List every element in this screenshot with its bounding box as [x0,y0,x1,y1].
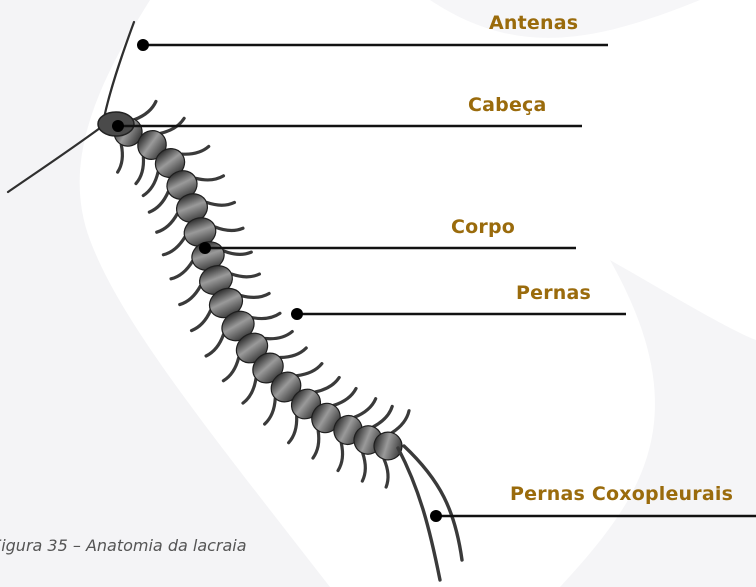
leg [280,348,306,358]
leg [135,101,156,119]
leg [196,176,224,180]
leg [192,310,211,330]
leg [206,334,224,356]
leader-dot-pernas-coxopleurais [430,510,442,522]
leg [315,378,339,392]
label-corpo: Corpo [451,216,515,238]
leg [289,416,297,443]
leg [182,146,209,154]
leg [313,431,319,458]
leg [180,286,201,305]
label-pernas: Pernas [516,282,591,304]
tail-legs-drawing [398,446,462,580]
leg [223,251,251,255]
leg [297,364,322,376]
leg [149,192,168,212]
leg [265,332,292,339]
leg [334,388,356,405]
leg [232,274,260,277]
leg [223,357,238,380]
leg [143,172,158,196]
leg [355,399,376,417]
leg [392,411,409,433]
leg [252,313,280,318]
leg [338,443,343,471]
leader-dot-antenas [137,39,149,51]
leader-dot-corpo [199,242,211,254]
leader-dot-cabeca [112,120,124,132]
figure-caption: Figura 35 – Anatomia da lacraia [0,536,247,555]
body-segments-drawing [109,113,405,463]
leg [373,406,392,426]
leg [241,293,269,297]
leg [171,261,193,279]
leg [215,227,243,231]
leg [207,202,235,205]
leg [163,237,185,255]
leg [243,378,256,403]
leg [265,398,276,424]
label-cabeca: Cabeça [468,94,547,116]
label-pernas-coxopleurais: Pernas Coxopleurais [510,483,733,505]
leader-dot-pernas [291,308,303,320]
leg [157,214,178,233]
leg [136,157,144,184]
leg [118,144,123,172]
label-antenas: Antenas [489,12,578,34]
leg [384,459,388,487]
antennae-drawing [8,22,134,192]
leg [362,453,365,481]
